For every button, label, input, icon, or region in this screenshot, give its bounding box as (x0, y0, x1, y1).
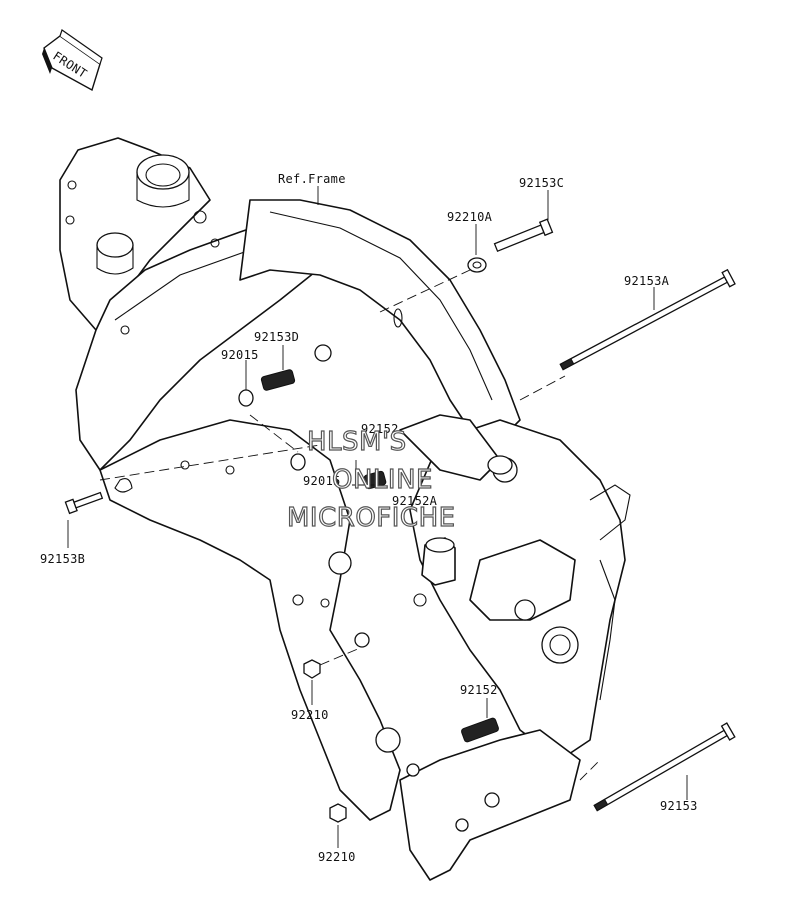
label-92153B: 92153B (40, 552, 85, 566)
label-92153D: 92153D (254, 330, 299, 344)
label-92152-top: 92152 (361, 422, 399, 436)
label-92152: 92152 (460, 683, 498, 697)
label-92015-top: 92015 (221, 348, 259, 362)
leader-lines (67, 186, 688, 848)
stud-92152A (363, 470, 387, 490)
nut-92015-mid (290, 453, 306, 471)
bolt-92153D (260, 369, 296, 391)
stud-92152 (461, 717, 499, 743)
bolt-92153A (559, 268, 736, 371)
bolt-92153C (493, 218, 554, 253)
label-92153: 92153 (660, 799, 698, 813)
label-92210A: 92210A (447, 210, 493, 224)
label-92015-mid: 92015 (303, 474, 341, 488)
label-ref-frame: Ref.Frame (278, 172, 346, 186)
label-92210-mid: 92210 (291, 708, 329, 722)
nut-92210-mid (303, 659, 321, 679)
label-92153C: 92153C (519, 176, 564, 190)
watermark-line1: HLSM'S (307, 427, 407, 457)
bolt-92153 (593, 722, 736, 812)
main-frame (59, 137, 631, 881)
watermark-line2: ONLINE (332, 465, 433, 495)
bolt-92153B (64, 491, 104, 515)
nut-92210-bottom (329, 803, 347, 823)
nut-92015-top (238, 389, 254, 407)
nut-92210A (467, 257, 487, 273)
front-arrow-icon (42, 29, 103, 92)
label-92152A: 92152A (392, 494, 438, 508)
watermark-line3: MICROFICHE (287, 503, 456, 533)
label-92153A: 92153A (624, 274, 670, 288)
label-92210-bottom: 92210 (318, 850, 356, 864)
